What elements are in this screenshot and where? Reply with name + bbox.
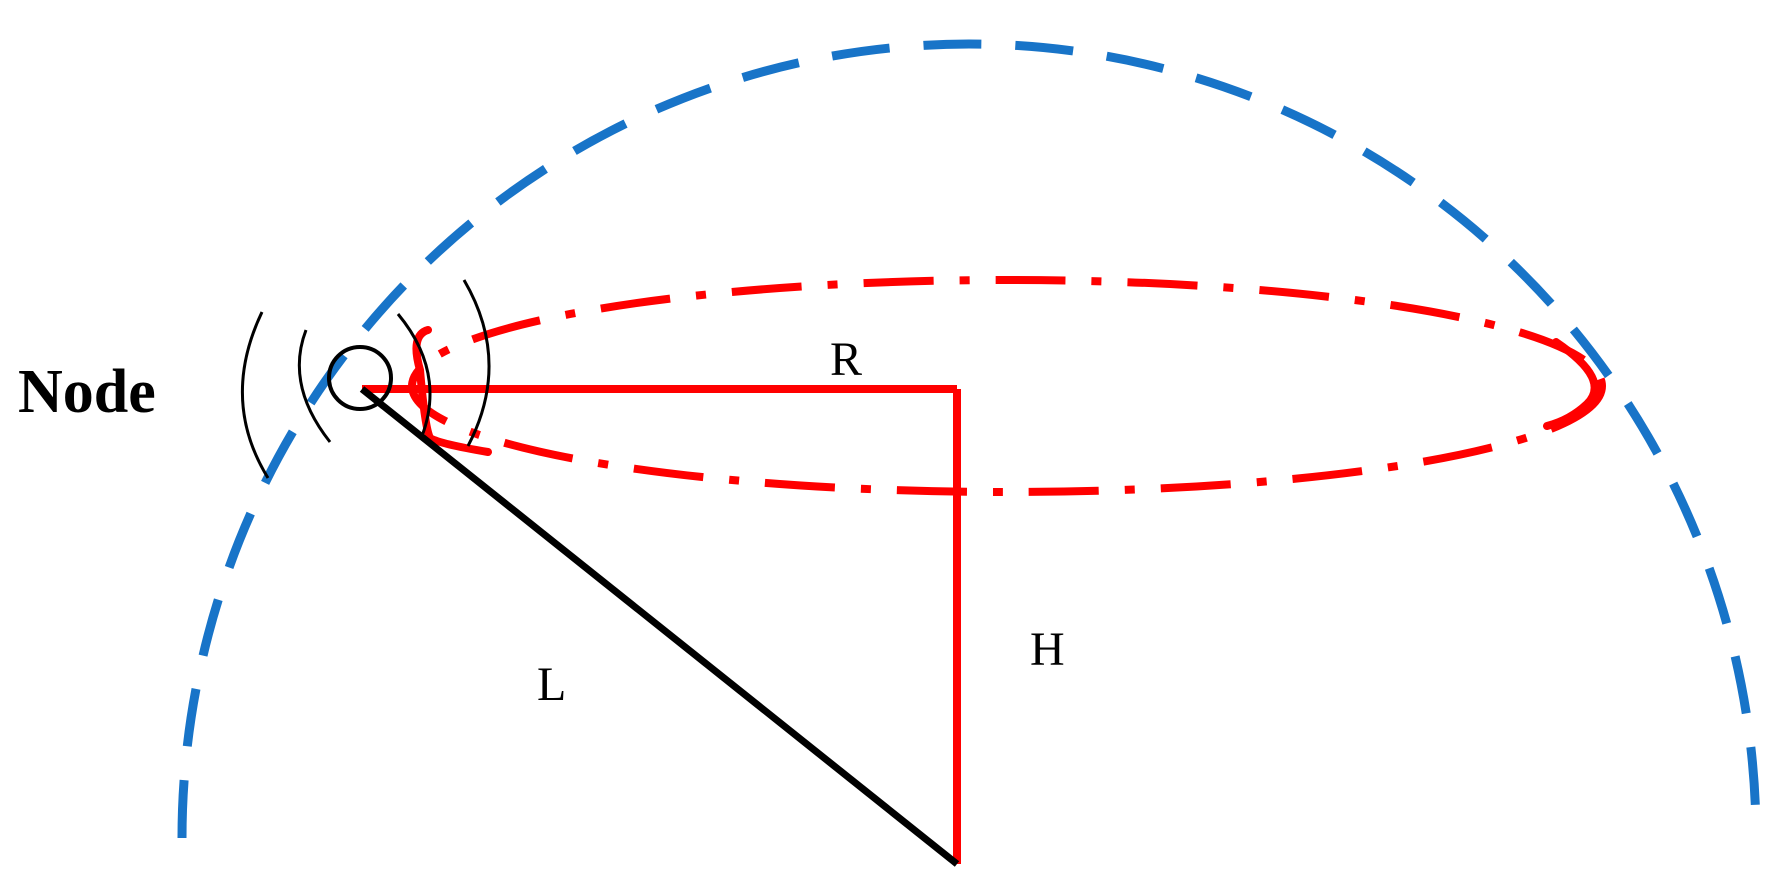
node-circle-icon	[327, 345, 393, 411]
signal-wave-right-outer-icon	[462, 279, 491, 447]
hemisphere-arc	[177, 39, 1761, 839]
signal-wave-left-outer-icon	[241, 311, 270, 479]
distance-label: L	[537, 658, 566, 711]
ellipse-right-cap	[1543, 338, 1599, 430]
signal-wave-left-inner-icon	[297, 329, 332, 443]
signal-wave-right-inner-icon	[396, 313, 432, 437]
height-label: H	[1030, 623, 1065, 676]
radius-label: R	[830, 333, 862, 386]
node-label: Node	[18, 358, 156, 426]
distance-line	[359, 386, 960, 867]
